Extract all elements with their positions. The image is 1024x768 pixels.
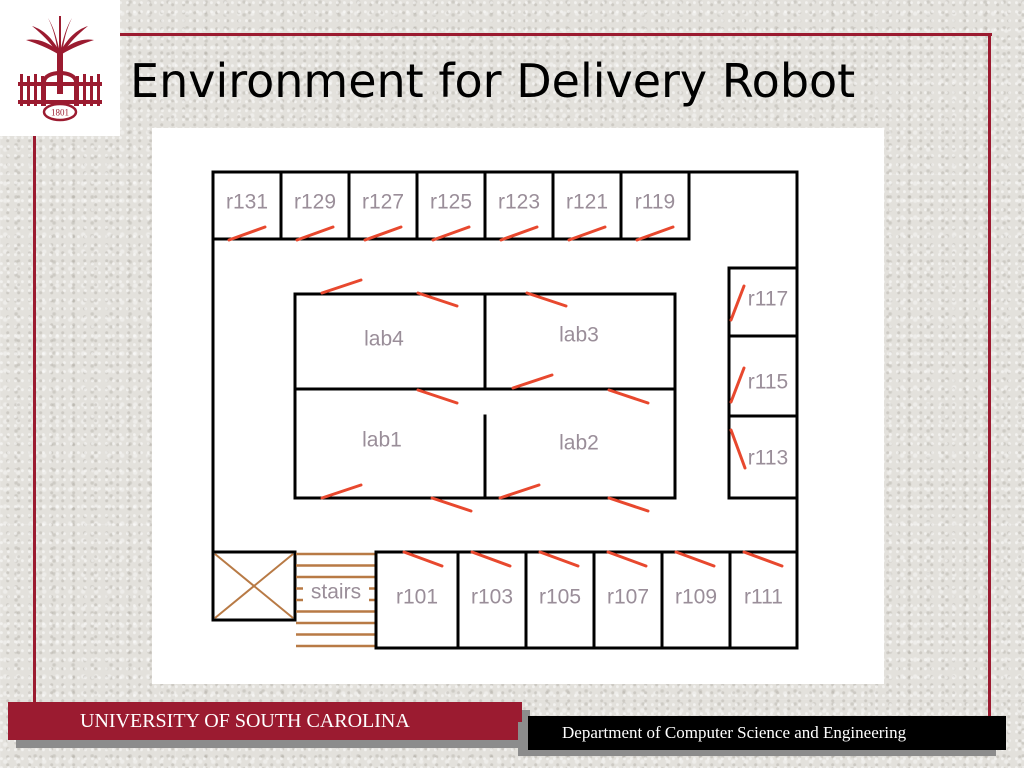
room-label-r113: r113 (748, 447, 788, 470)
room-label-r111: r111 (744, 586, 783, 609)
logo-year: 1801 (51, 108, 69, 118)
elevator-cross-line (214, 553, 294, 619)
door-r115 (729, 366, 746, 404)
room-label-r105: r105 (539, 586, 581, 609)
door-r103 (470, 550, 512, 568)
room-label-r117: r117 (748, 288, 788, 311)
room-label-r109: r109 (675, 586, 717, 609)
door-r123 (499, 225, 539, 242)
floor-plan-svg: r131 r129 r127 r125 r123 r121 r119 r117 r115 r113… (211, 170, 799, 650)
floor-plan-diagram: r131 r129 r127 r125 r123 r121 r119 r117 r115 r113… (152, 128, 884, 684)
door-lab1-top (416, 388, 459, 405)
door-r129 (295, 225, 335, 242)
frame-line-top (118, 33, 992, 36)
door-lab2-bottom (498, 483, 541, 500)
frame-line-right (988, 33, 991, 719)
door-r119 (635, 225, 675, 242)
room-label-r129: r129 (294, 191, 336, 214)
slide-title: Environment for Delivery Robot (130, 54, 856, 108)
door-lab3-top-right (525, 291, 568, 308)
door-lab3-top-left (416, 291, 459, 308)
room-label-r131: r131 (226, 191, 268, 214)
room-label-r125: r125 (430, 191, 472, 214)
stairs-label: stairs (311, 581, 361, 604)
door-lab2-bottom-right (607, 496, 650, 513)
door-r109 (674, 550, 716, 568)
door-r121 (567, 225, 607, 242)
door-r127 (363, 225, 403, 242)
room-label-r121: r121 (566, 191, 608, 214)
palmetto-seal-icon: 1801 (18, 16, 102, 122)
room-label-r107: r107 (607, 586, 649, 609)
door-r113 (729, 428, 747, 470)
university-logo: 1801 (0, 0, 120, 136)
room-label-lab4: lab4 (364, 328, 404, 351)
room-label-lab2: lab2 (559, 432, 599, 455)
room-label-lab1: lab1 (362, 429, 402, 452)
door-r131 (227, 225, 267, 242)
room-label-r103: r103 (471, 586, 513, 609)
door-lab1-bottom (320, 483, 363, 500)
door-r101 (402, 550, 444, 568)
door-lab2-top (607, 388, 650, 405)
room-label-r119: r119 (635, 191, 675, 214)
door-r125 (431, 225, 471, 242)
door-lab3-bottom (511, 373, 554, 390)
door-r111 (742, 550, 784, 568)
room-label-r123: r123 (498, 191, 540, 214)
door-r105 (538, 550, 580, 568)
stairs-label-background (303, 580, 369, 604)
door-lab4-top (320, 278, 363, 295)
room-label-r115: r115 (748, 371, 788, 394)
university-name-banner: UNIVERSITY OF SOUTH CAROLINA (8, 702, 522, 740)
room-label-lab3: lab3 (559, 324, 599, 347)
door-r117 (729, 284, 746, 322)
door-r107 (606, 550, 648, 568)
room-label-r101: r101 (396, 586, 438, 609)
department-name-banner: Department of Computer Science and Engin… (528, 716, 1006, 750)
door-lab1-bottom-right (430, 496, 473, 513)
room-label-r127: r127 (362, 191, 404, 214)
frame-line-left (33, 136, 36, 706)
